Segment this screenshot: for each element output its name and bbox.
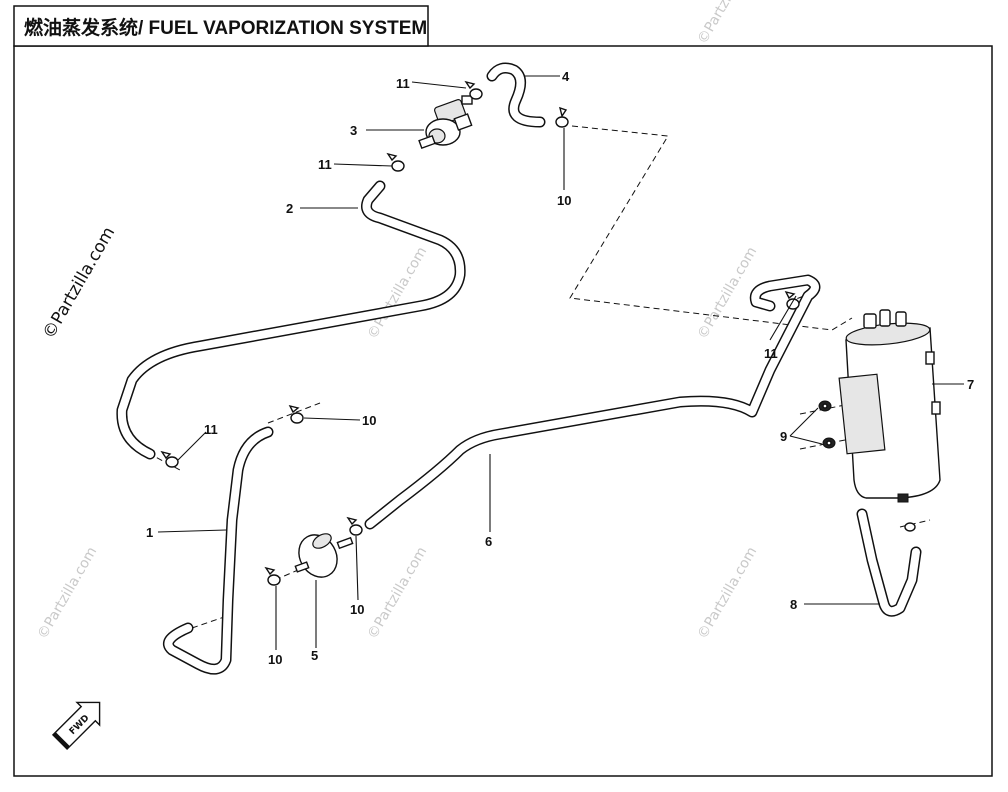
callout-labels: 11 4 3 11 2 10 11 10 1 6 10 5 10 11 7 9 …: [146, 69, 974, 667]
clamp-10-mid: [288, 404, 304, 424]
callout-11-canister: 11: [764, 346, 778, 361]
callout-10-top: 10: [557, 193, 571, 208]
watermark-3: ©Partzilla.com: [35, 544, 101, 642]
watermark-1: ©Partzilla.com: [365, 244, 431, 342]
clamp-10-filter-right: [346, 516, 363, 536]
leader-lines: [157, 75, 964, 650]
callout-10-filter-left: 10: [268, 652, 282, 667]
watermark-6: ©Partzilla.com: [695, 0, 761, 47]
callout-4: 4: [562, 69, 570, 84]
callout-9: 9: [780, 429, 787, 444]
fwd-arrow-icon: FWD: [51, 701, 101, 751]
callout-11-left: 11: [204, 422, 218, 437]
watermark-2: ©Partzilla.com: [695, 244, 761, 342]
clamp-11-top: [464, 80, 483, 100]
clamp-10-filter-left: [264, 566, 281, 586]
watermark-5: ©Partzilla.com: [695, 544, 761, 642]
clamp-10-top: [555, 106, 569, 128]
watermarks: ©Partzilla.com ©Partzilla.com ©Partzilla…: [35, 0, 761, 642]
hose-6: [364, 274, 821, 530]
callout-7: 7: [967, 377, 974, 392]
purge-valve-3: [418, 95, 473, 150]
page-title: 燃油蒸发系统/ FUEL VAPORIZATION SYSTEM: [24, 16, 427, 39]
hose-2: [116, 180, 466, 460]
inline-filter-5: [294, 533, 354, 578]
title-block: 燃油蒸发系统/ FUEL VAPORIZATION SYSTEM: [13, 5, 429, 47]
callout-10-filter-right: 10: [350, 602, 364, 617]
hose-1: [163, 426, 274, 675]
callout-10-mid: 10: [362, 413, 376, 428]
callout-8: 8: [790, 597, 797, 612]
callout-11-top: 11: [396, 76, 410, 91]
clamp-11-valve: [386, 152, 405, 172]
clamp-drain: [904, 522, 916, 532]
callout-1: 1: [146, 525, 153, 540]
callout-2: 2: [286, 201, 293, 216]
dashed-connections: [147, 125, 931, 629]
watermark-4: ©Partzilla.com: [365, 544, 431, 642]
charcoal-canister-7: [838, 309, 941, 503]
callout-5: 5: [311, 648, 318, 663]
callout-6: 6: [485, 534, 492, 549]
grommets-9: [818, 400, 836, 449]
callout-11-valve: 11: [318, 157, 332, 172]
hose-8: [856, 508, 922, 617]
watermark-large: ©Partzilla.com: [39, 224, 119, 343]
diagram-frame: [13, 45, 993, 777]
callout-3: 3: [350, 123, 357, 138]
clamp-11-left: [160, 450, 179, 468]
clamp-11-canister: [784, 290, 800, 310]
hose-4: [486, 62, 546, 128]
clamps: [160, 80, 916, 586]
